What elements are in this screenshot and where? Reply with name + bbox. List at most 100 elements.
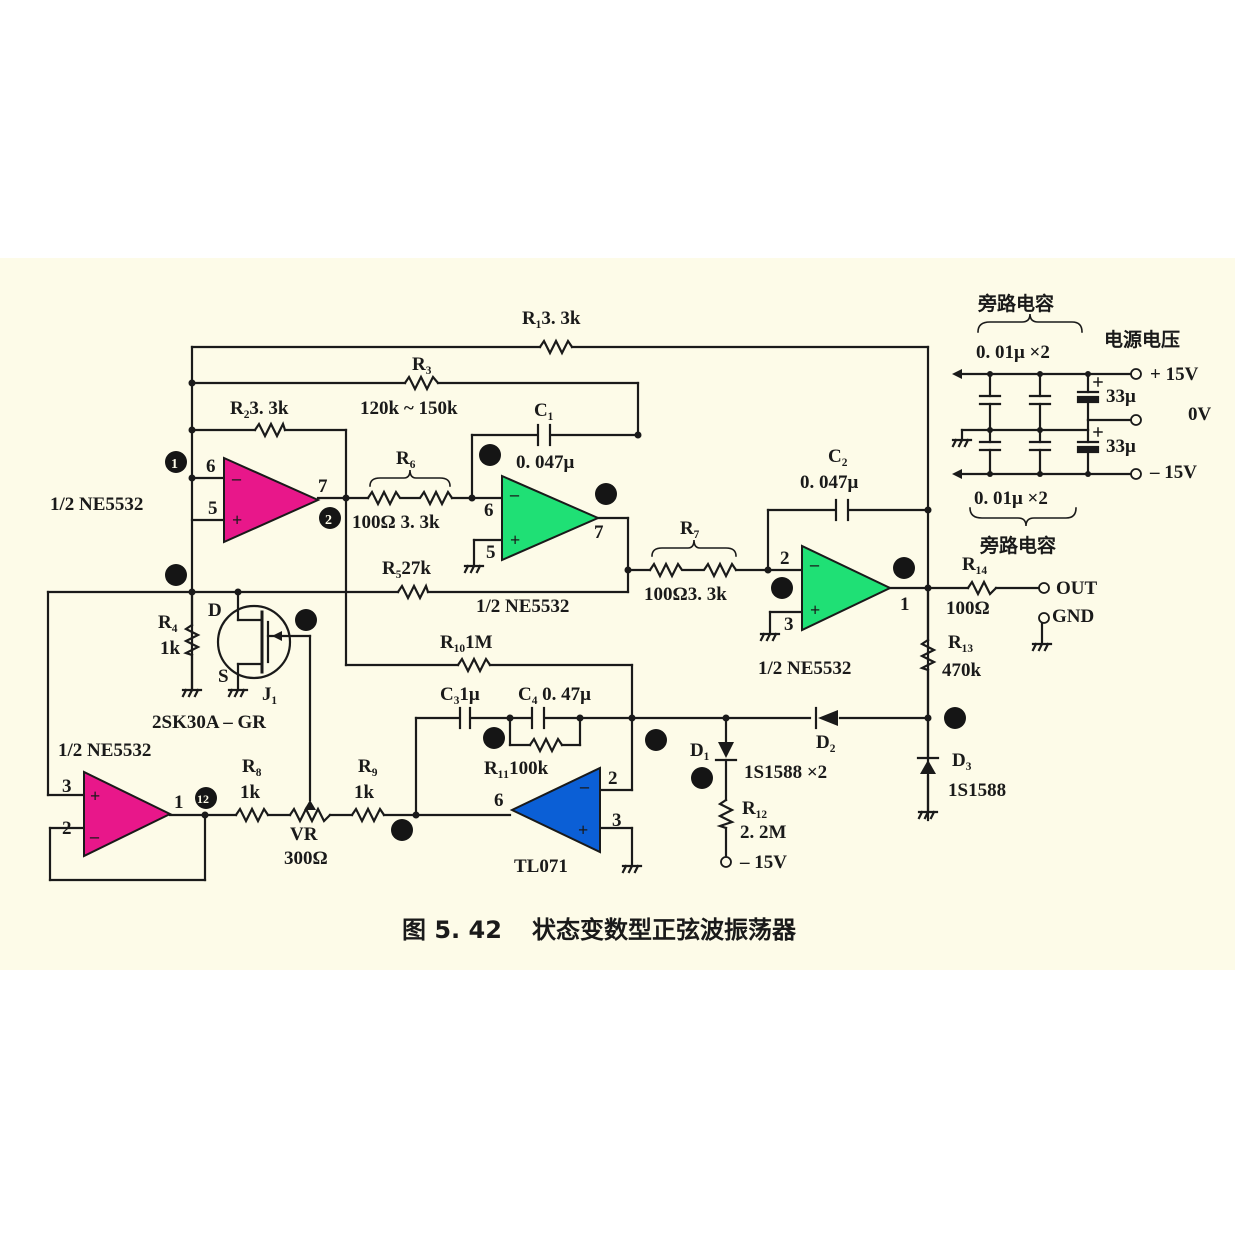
r1-symbol xyxy=(538,338,574,356)
r13-value: 470k xyxy=(942,660,982,681)
svg-text:+: + xyxy=(232,510,242,530)
vr-wiper-arrow xyxy=(304,800,316,810)
c2-name: C₂ xyxy=(828,446,848,467)
opamp-u1 xyxy=(223,456,321,544)
minus15-label: – 15V xyxy=(1149,462,1197,483)
gnd-label: GND xyxy=(1052,606,1094,627)
terminals xyxy=(720,368,1142,868)
r1-label: R₁3. 3k xyxy=(522,308,581,329)
svg-text:–: – xyxy=(231,468,242,488)
svg-text:1: 1 xyxy=(900,594,910,615)
junctions xyxy=(188,371,1091,819)
vr-name: VR xyxy=(290,824,318,845)
figure-caption-number: 图 5. 42 xyxy=(402,916,502,944)
r11-label: R₁₁100k xyxy=(484,758,549,779)
r6-symbol xyxy=(366,489,454,507)
r5-label: R₅27k xyxy=(382,558,431,579)
r3-name: R₃ xyxy=(412,354,432,375)
r10-label: R₁₀1M xyxy=(440,632,493,653)
jfet-j1 xyxy=(216,604,292,680)
r3-symbol xyxy=(403,374,440,392)
elec-top-label: 33μ xyxy=(1106,386,1136,407)
r3-value: 120k ~ 150k xyxy=(360,398,458,419)
r6-name: R₆ xyxy=(396,448,416,469)
r10-symbol xyxy=(456,656,492,674)
diodes xyxy=(714,706,940,774)
c2-value: 0. 047μ xyxy=(800,472,859,493)
r4-symbol xyxy=(183,623,201,657)
r12-symbol xyxy=(716,798,735,830)
r9-value: 1k xyxy=(354,782,375,803)
svg-text:2: 2 xyxy=(325,513,332,528)
opamp-u3 xyxy=(801,544,893,632)
d2-symbol xyxy=(818,710,838,726)
opamp-signs: –+ –+ –+ +– –+ xyxy=(89,468,820,846)
r4-name: R₄ xyxy=(158,612,178,633)
j1-part: 2SK30A – GR xyxy=(152,712,266,733)
svg-text:5: 5 xyxy=(486,542,496,563)
r8-name: R₈ xyxy=(242,756,262,777)
rail-arrows xyxy=(952,369,962,479)
plus15-label: + 15V xyxy=(1150,364,1199,385)
r8-symbol xyxy=(234,806,270,824)
r13-name: R₁₃ xyxy=(948,632,973,653)
svg-text:5: 5 xyxy=(208,498,218,519)
r4-value: 1k xyxy=(160,638,181,659)
d2-name: D₂ xyxy=(816,732,836,753)
svg-text:2: 2 xyxy=(62,818,72,839)
wires xyxy=(46,345,1132,882)
elec-plus-signs xyxy=(1093,377,1103,437)
svg-text:+: + xyxy=(810,600,820,620)
svg-text:7: 7 xyxy=(318,476,328,497)
r14-symbol xyxy=(966,579,998,597)
svg-text:–: – xyxy=(579,776,590,796)
c4-label: C₄ 0. 47μ xyxy=(518,684,591,705)
r2-symbol xyxy=(253,421,287,439)
r11-symbol xyxy=(528,736,564,754)
opamp-u4 xyxy=(83,770,173,858)
r14-value: 100Ω xyxy=(946,598,990,619)
svg-text:1: 1 xyxy=(174,792,184,813)
svg-text:+: + xyxy=(578,820,588,840)
opamp-u2 xyxy=(501,474,601,562)
bypass-bot-title: 旁路电容 xyxy=(979,534,1056,557)
svg-text:+: + xyxy=(510,530,520,550)
power-labels: 旁路电容 0. 01μ ×2 电源电压 + 15V 33μ 0V 33μ – 1… xyxy=(974,292,1212,627)
r8-value: 1k xyxy=(240,782,261,803)
svg-text:+: + xyxy=(90,786,100,806)
c1-name: C₁ xyxy=(534,400,553,421)
svg-text:–: – xyxy=(89,826,100,846)
svg-text:2: 2 xyxy=(608,768,618,789)
out-label: OUT xyxy=(1056,578,1098,599)
r14-name: R₁₄ xyxy=(962,554,987,575)
figure-caption-title: 状态变数型正弦波振荡器 xyxy=(532,916,797,944)
d3-symbol xyxy=(920,760,936,774)
supply-label: 电源电压 xyxy=(1104,328,1180,351)
d3-name: D₃ xyxy=(952,750,972,771)
svg-text:2: 2 xyxy=(780,548,790,569)
svg-text:6: 6 xyxy=(206,456,216,477)
u4-label: 1/2 NE5532 xyxy=(58,740,151,761)
r2-label: R₂3. 3k xyxy=(230,398,289,419)
bypass-bot-value: 0. 01μ ×2 xyxy=(974,488,1048,509)
r5-symbol xyxy=(396,583,430,601)
opamp-labels: 1/2 NE5532 1/2 NE5532 1/2 NE5532 1/2 NE5… xyxy=(50,494,851,877)
pin-numbers: 6 5 7 6 5 7 2 3 1 3 2 1 2 3 6 xyxy=(62,456,910,839)
svg-text:–: – xyxy=(809,554,820,574)
vr-value: 300Ω xyxy=(284,848,328,869)
u3-label: 1/2 NE5532 xyxy=(758,658,851,679)
svg-text:3: 3 xyxy=(612,810,622,831)
u2-label: 1/2 NE5532 xyxy=(476,596,569,617)
component-labels: R₁3. 3k R₃ 120k ~ 150k R₂3. 3k C₁ 0. 047… xyxy=(152,308,1006,873)
j1-s: S xyxy=(218,666,229,687)
r7-value: 100Ω3. 3k xyxy=(644,584,727,605)
bypass-top-title: 旁路电容 xyxy=(977,292,1054,315)
r12-value: 2. 2M xyxy=(740,822,787,843)
r7-name: R₇ xyxy=(680,518,700,539)
svg-text:6: 6 xyxy=(484,500,494,521)
d1-symbol xyxy=(718,742,734,758)
opamp-u5 xyxy=(509,766,601,854)
neg15-label: – 15V xyxy=(739,852,787,873)
braces xyxy=(369,313,1083,557)
svg-text:7: 7 xyxy=(594,522,604,543)
